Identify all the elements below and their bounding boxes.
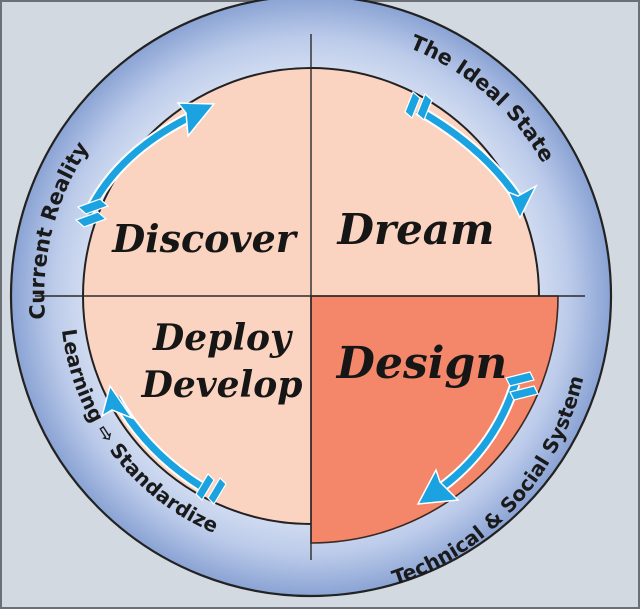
quadrant-label-develop: Develop xyxy=(141,364,303,406)
arrow-deploy xyxy=(100,384,227,505)
arrow-discover xyxy=(74,102,216,228)
arrow-dream xyxy=(404,90,538,220)
quadrant-label-deploy: Deploy xyxy=(152,317,293,359)
quadrant-label-design: Design xyxy=(335,338,507,389)
quadrant-label-dream: Dream xyxy=(337,205,495,254)
arrow-design xyxy=(416,371,539,505)
quadrant-label-discover: Discover xyxy=(111,216,299,261)
design-quadrant[interactable] xyxy=(310,295,559,544)
